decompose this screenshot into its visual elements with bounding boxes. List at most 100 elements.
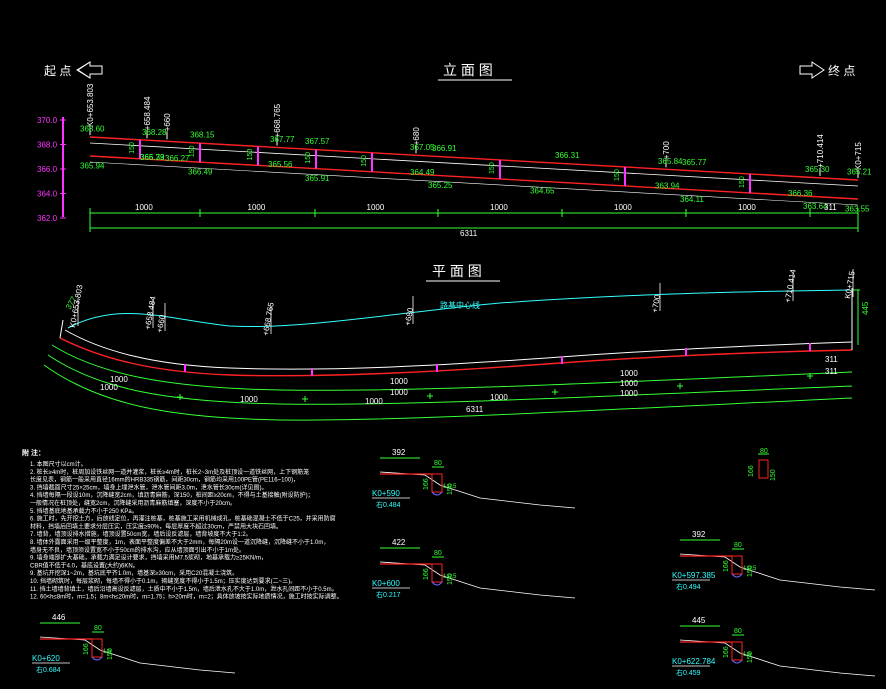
elevation-dim: 1000: [490, 203, 508, 212]
note-line: 1. 本图尺寸以cm计。: [30, 460, 87, 468]
section-dim: 150: [747, 651, 754, 663]
section-width-dim: 392: [392, 448, 406, 457]
plan-dim-arc-2: [47, 354, 853, 405]
top-elevation: 365.30: [805, 165, 830, 174]
centerline-label: 路基中心线: [440, 300, 480, 310]
section-dim: 80: [734, 542, 742, 549]
ground-line: [89, 161, 859, 206]
elevation-view: 起 点 立 面 图 终 点 370.0368.0366.0364.0362.0 …: [37, 61, 872, 238]
elevation-station-label: +660: [163, 113, 172, 132]
note-line: 11. 挡土墙墙背填土，墙后沿墙高设反滤层，土质中不小于1.5m，墙后泄水孔不大…: [30, 585, 338, 593]
section-dim: 166: [423, 478, 430, 490]
notes-heading: 附 注：: [22, 448, 45, 457]
plan-dim-marker: [807, 373, 813, 379]
section-dim: 80: [434, 550, 442, 557]
section-wall-box: [758, 459, 769, 479]
elevation-dim: 1000: [248, 203, 266, 212]
wall-bottom-line: [89, 155, 859, 200]
plan-dim-row3: 1000: [620, 389, 638, 398]
section-offset: 右0.494: [676, 582, 701, 591]
end-label: 终 点: [828, 63, 855, 78]
section-dim: 80: [734, 628, 742, 635]
plan-dim-row2: 311: [825, 367, 838, 376]
section-dim: 166: [423, 568, 430, 580]
pile-label: 150: [739, 176, 746, 188]
top-elevation: 367.05: [410, 143, 435, 152]
pile-label: 150: [189, 145, 196, 157]
section-width-dim: 445: [692, 616, 706, 625]
section-offset: 右0.684: [36, 665, 61, 674]
section-dim: 80: [760, 448, 768, 455]
section-ground-line: [39, 636, 236, 674]
section-dim: 150: [107, 648, 114, 660]
pile-label: 150: [129, 142, 136, 154]
elevation-station-label: +710.414: [816, 134, 825, 168]
plan-piles: [184, 343, 811, 376]
plan-right-dim: 445: [861, 301, 870, 315]
plan-dim-marker: [177, 394, 183, 400]
bottom-elevation: 365.91: [305, 174, 330, 183]
note-line: 墙身无不良，墙顶须设置宽不小于50cm的排水沟，应从墙顶面引出不小于1m处。: [30, 546, 245, 554]
mid-elevation: 365.79: [140, 153, 165, 162]
section-station: K0+597.385: [672, 571, 716, 580]
bottom-elevation: 365.94: [80, 161, 105, 170]
top-elevation: 366.91: [432, 144, 457, 153]
elevation-dim: 1000: [367, 203, 385, 212]
plan-station-label: +680: [403, 306, 415, 326]
section-dim: 150: [447, 573, 454, 585]
section-station: K0+600: [372, 579, 400, 588]
plan-dim-row1: 1000: [620, 369, 638, 378]
top-elevation: 368.15: [190, 131, 215, 140]
mid-elevation: 363.94: [655, 182, 680, 191]
scale-label: 370.0: [37, 116, 58, 125]
start-arrow-shape: [77, 61, 103, 79]
section-offset: 右0.459: [676, 668, 701, 677]
note-line: 7. 墙背，墙顶设排水措施，墙顶设置50cm宽，墙后设反滤层，墙背坡度不大于1:…: [30, 530, 252, 538]
elevation-station-label: K0+715: [854, 142, 863, 170]
section-wall-box: [431, 473, 443, 493]
notes: 附 注： 1. 本图尺寸以cm计。2. 桩长≥4m时，桩周加设铁丝网一道并灌浆，…: [22, 448, 343, 601]
note-line: 9. 基坑开挖深1~2m，基坑底平齐1.0m，墙基深≥30cm，采用C20混凝土…: [30, 569, 238, 577]
plan-station-label: +660: [155, 313, 167, 333]
section-small-detail: 80 166 150: [748, 448, 777, 481]
scale-label: 368.0: [37, 141, 58, 150]
plan-view: 平 面 图 路基中心线 445 K0+653.803+658.484+660+6…: [43, 263, 870, 421]
top-elevation: 368.28: [142, 128, 167, 137]
elevation-station-label: K0+653.803: [86, 83, 95, 127]
elevation-dim: 311: [824, 203, 837, 212]
note-line: CBR值不低于4.0，基底设置(大约)6KN。: [30, 561, 139, 569]
plan-start-line: [59, 319, 64, 339]
elevation-dim: 1000: [614, 203, 632, 212]
section-wall-box: [431, 563, 443, 583]
note-line: 9. 墙身端部扩大基础，承载力满足设计要求，挡墙采用M7.5浆砌，地基承载力≥2…: [30, 554, 267, 562]
plan-dim-row3: 1000: [365, 397, 383, 406]
section-slope: 1:5: [743, 652, 752, 658]
plan-dim-arc-3: [43, 364, 853, 421]
pile-label: 150: [247, 149, 254, 161]
section-dim: 150: [770, 469, 777, 481]
mid-elevation: 364.49: [410, 168, 435, 177]
elevation-title: 立 面 图: [443, 62, 493, 78]
plan-centerline: [67, 289, 851, 329]
bottom-elevation: 366.49: [188, 167, 213, 176]
section-dim: 166: [748, 465, 755, 477]
top-elevation: 365.21: [847, 167, 872, 176]
note-line: 4. 挡墙每隔一段设10m，沉降缝宽2cm，填沥青麻筋，深150，桩间距≥20c…: [30, 491, 314, 499]
section-wall-box: [731, 641, 743, 661]
section-wall-box: [731, 555, 743, 575]
section-dim: 166: [83, 643, 90, 655]
elevation-station-label: +658.484: [143, 96, 152, 130]
note-line: 12. 60<h≤8m时，m=1.5；8m<h≤20m时，m=1.75；h>20…: [30, 593, 343, 601]
pile-label: 150: [305, 152, 312, 164]
note-line: 10. 挡墙砌筑时，每层浆砌，每墙不得小于0.1m，砌缝宽度不得小于1.5m；压…: [30, 577, 296, 585]
top-elevation: 367.57: [305, 137, 330, 146]
